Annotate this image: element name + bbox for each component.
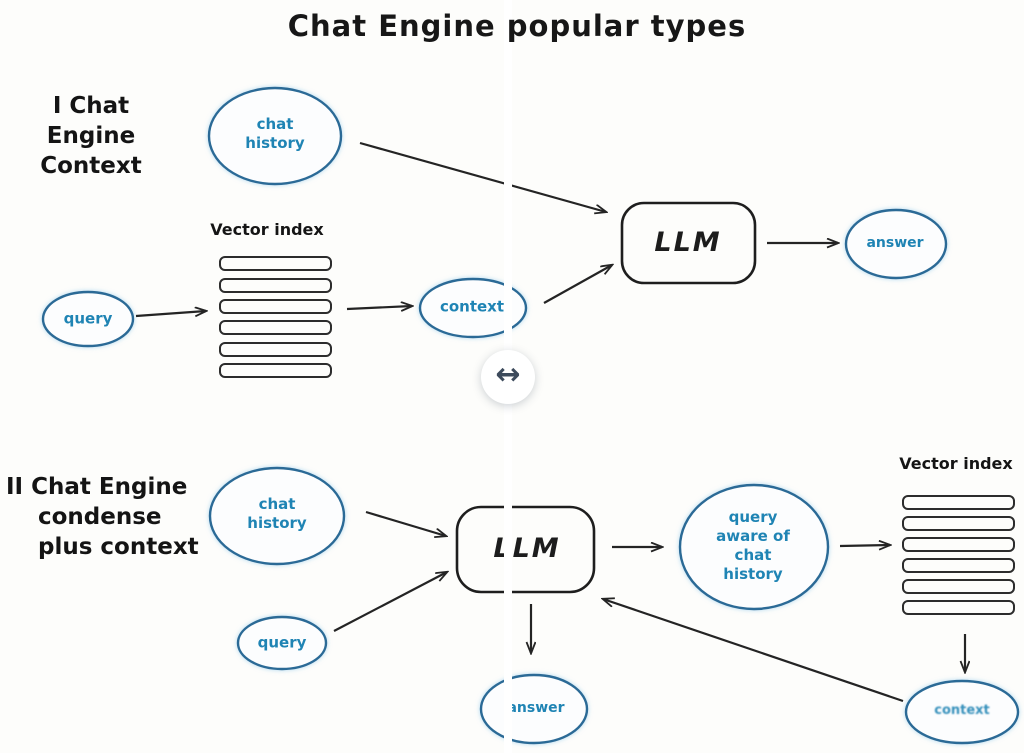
query-aware-label: query aware of chat history <box>716 508 790 583</box>
arrow-vector-index-to-context-1 <box>346 306 412 309</box>
llm-box-2 <box>455 505 596 594</box>
chat-history-node-2 <box>208 466 346 566</box>
vector-row <box>902 579 1015 594</box>
arrow-context-to-llm-1 <box>543 265 612 304</box>
chat-history-label-2: chat history <box>247 495 307 532</box>
context-label-2: context <box>934 702 990 718</box>
vector-row <box>219 278 332 293</box>
answer-label-2: answer <box>507 700 565 717</box>
vector-index-stack-1 <box>219 256 332 378</box>
vector-row <box>219 342 332 357</box>
diagram-1-heading-line1: I Chat Engine <box>46 93 136 149</box>
diagram-1-heading: I Chat Engine Context <box>6 91 176 181</box>
answer-node-1 <box>844 208 948 280</box>
arrow-query-to-vector-index-1 <box>135 311 206 318</box>
vector-row <box>219 363 332 378</box>
llm-label-1: LLM <box>654 226 722 258</box>
diagram-2-heading: II Chat Engine condense plus context <box>6 472 199 562</box>
page-title: Chat Engine popular types <box>287 9 747 43</box>
arrow-chat-history-to-llm-2 <box>365 510 446 536</box>
arrow-context-to-llm-2 <box>603 599 904 703</box>
query-label-1: query <box>63 309 113 328</box>
diagram-2-heading-line3: plus context <box>38 534 199 560</box>
query-node-1 <box>41 290 135 348</box>
vector-row <box>902 516 1015 531</box>
left-right-arrow-icon: ↔ <box>495 357 521 392</box>
diagram-1-heading-line2: Context <box>40 153 142 179</box>
vector-index-label-1: Vector index <box>210 219 324 239</box>
query-aware-node <box>678 483 830 611</box>
answer-label-1: answer <box>866 235 924 252</box>
vector-row <box>902 558 1015 573</box>
context-label-1: context <box>439 297 505 316</box>
vector-row <box>219 299 332 314</box>
context-node-1 <box>418 277 528 339</box>
query-node-2 <box>236 615 328 671</box>
vector-row <box>219 320 332 335</box>
diagram-2-heading-line1: II Chat Engine <box>6 474 188 500</box>
arrow-query-aware-to-vector-index <box>839 545 890 546</box>
arrow-query-to-llm-2 <box>333 572 447 632</box>
vector-row <box>902 537 1015 552</box>
arrow-chat-history-to-llm-1 <box>359 141 606 212</box>
compare-slider-handle[interactable]: ↔ <box>481 350 535 404</box>
context-node-2 <box>904 679 1020 745</box>
vector-row <box>902 495 1015 510</box>
diagram-2 <box>208 466 1020 745</box>
vector-index-stack-2 <box>902 495 1015 615</box>
llm-box-1 <box>620 201 757 285</box>
query-label-2: query <box>257 633 307 652</box>
diagram-2-heading-line2: condense <box>38 504 162 530</box>
chat-history-node-1 <box>207 86 343 186</box>
chat-history-label-1: chat history <box>245 115 305 152</box>
vector-row <box>219 256 332 271</box>
diagram-1 <box>41 86 948 378</box>
vector-index-label-2: Vector index <box>899 453 1013 473</box>
vector-row <box>902 600 1015 615</box>
